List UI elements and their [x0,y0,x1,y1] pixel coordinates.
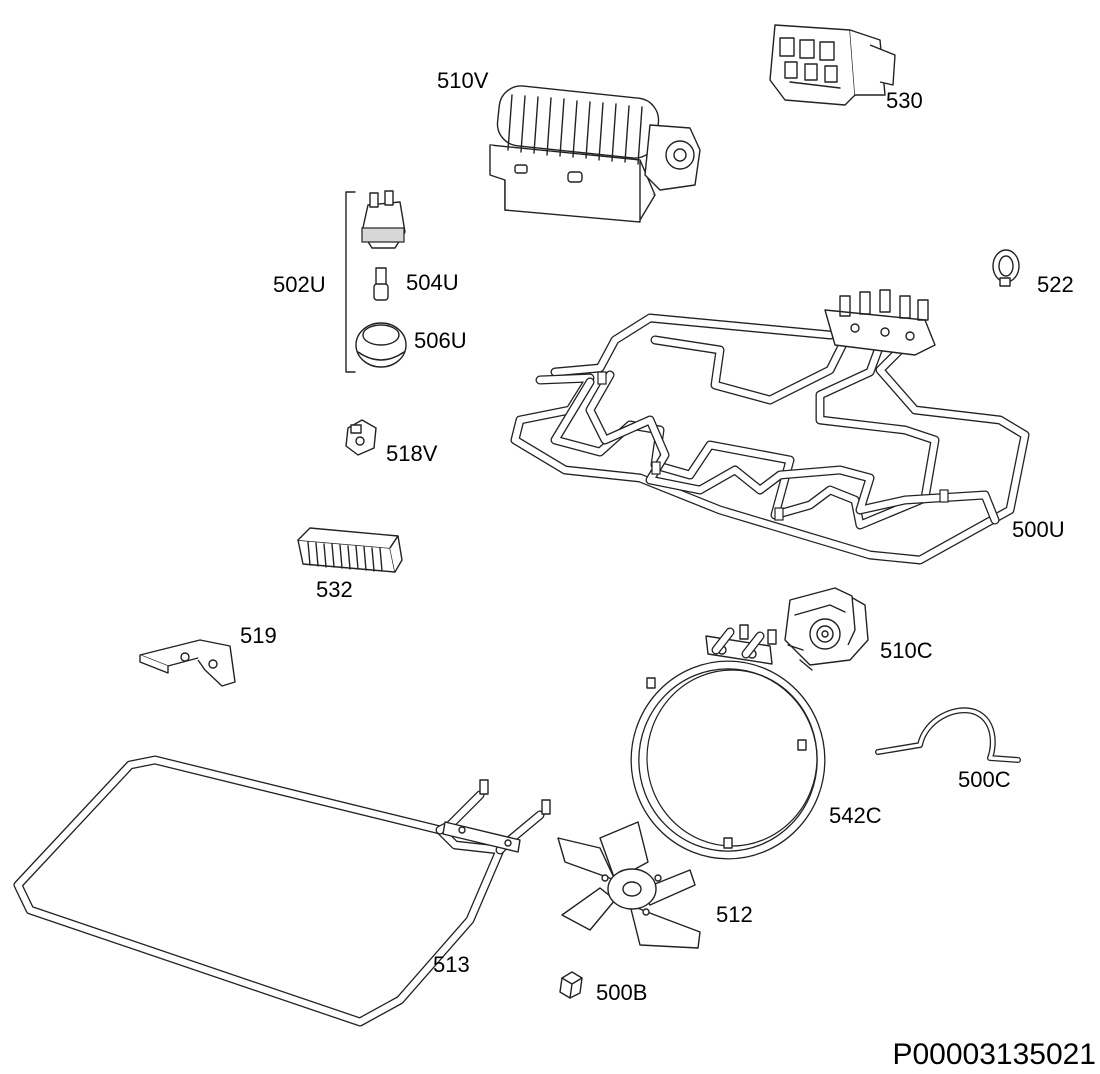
label-502u: 502U [273,272,326,297]
part-532-terminal-strip[interactable] [297,527,403,573]
lamp-assembly-bracket [345,191,356,373]
label-519: 519 [240,623,277,648]
part-512-fan-blade[interactable] [557,821,701,949]
label-500c: 542C [829,803,882,828]
part-510v-tangential-fan[interactable] [489,84,701,223]
part-506u-lamp-cover[interactable] [355,322,407,368]
label-522: 522 [1037,272,1074,297]
label-500b: 513 [433,952,470,977]
part-500u-upper-heating-element[interactable] [510,289,1030,565]
label-530: 530 [886,88,923,113]
part-513-nut[interactable] [559,971,583,999]
label-510v: 510V [437,68,489,93]
part-530-terminal-block[interactable] [769,24,896,106]
label-532: 532 [316,577,353,602]
part-500b-lower-heating-element[interactable] [13,755,551,1027]
drawing-code: P00003135021 [892,1038,1096,1071]
label-510c: 510C [880,638,933,663]
part-522-clip[interactable] [992,249,1020,287]
label-506u: 506U [414,328,467,353]
part-510c-fan-motor[interactable] [784,587,869,671]
label-518v: 518V [386,441,438,466]
lamp-bulb[interactable] [373,267,389,301]
part-542c-wire-clip[interactable] [875,707,1021,763]
part-519-mounting-bracket[interactable] [139,639,236,687]
label-500u: 500U [1012,517,1065,542]
part-500c-circular-heating-element[interactable] [630,624,826,860]
label-512: 512 [716,902,753,927]
label-542c: 500C [958,767,1011,792]
part-504u-lamp-holder[interactable] [361,190,406,249]
label-504u: 504U [406,270,459,295]
label-513: 500B [596,980,647,1005]
part-518v-bracket[interactable] [345,419,377,456]
